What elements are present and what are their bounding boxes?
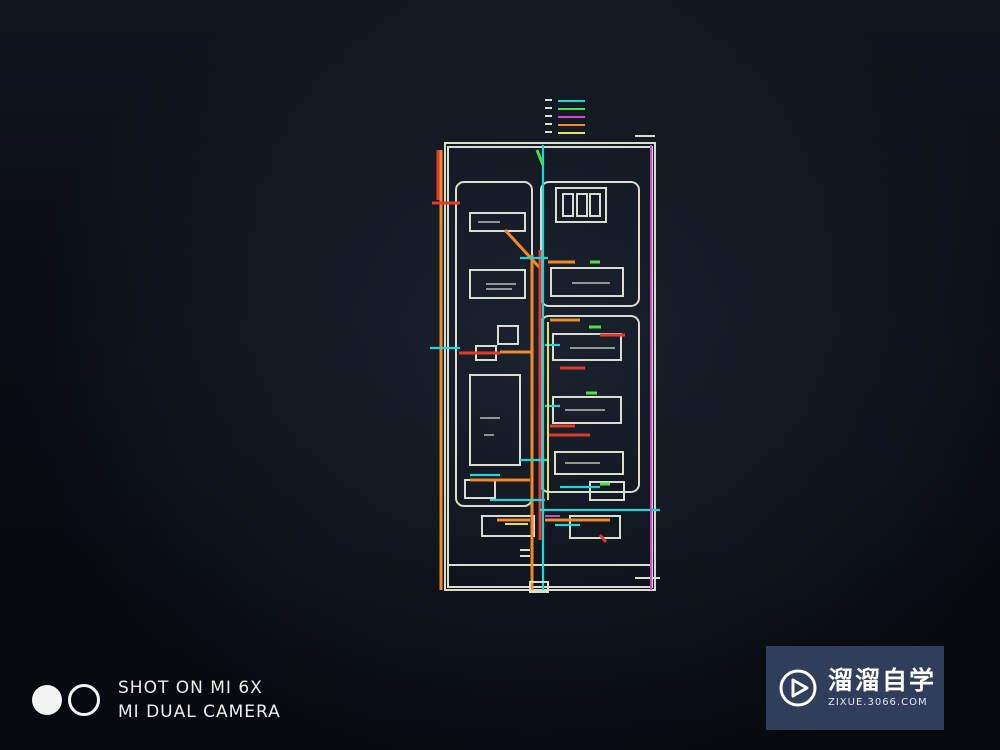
play-triangle-icon <box>779 669 817 707</box>
green-marks <box>535 149 610 486</box>
accent-lines <box>505 145 652 590</box>
layer-legend <box>545 99 585 134</box>
building-outline <box>444 135 660 591</box>
room-text-marks <box>478 221 615 464</box>
camera-watermark-line1: SHOT ON MI 6X <box>118 678 263 698</box>
entrance-marks <box>520 549 549 593</box>
camera-watermark: SHOT ON MI 6X MI DUAL CAMERA <box>32 676 281 724</box>
camera-lens-dot-icon <box>32 685 62 715</box>
orange-pipes <box>439 150 610 590</box>
room-blocks <box>455 181 640 539</box>
camera-watermark-text: SHOT ON MI 6X MI DUAL CAMERA <box>118 676 281 724</box>
site-watermark-url: ZIXUE.3066.COM <box>828 697 928 708</box>
camera-lens-ring-icon <box>68 684 100 716</box>
site-watermark-name: 溜溜自学 <box>828 666 937 695</box>
cyan-pipes <box>430 145 660 590</box>
red-pipes <box>432 150 625 543</box>
site-watermark: 溜溜自学 ZIXUE.3066.COM <box>766 646 944 730</box>
camera-watermark-line2: MI DUAL CAMERA <box>118 702 281 722</box>
